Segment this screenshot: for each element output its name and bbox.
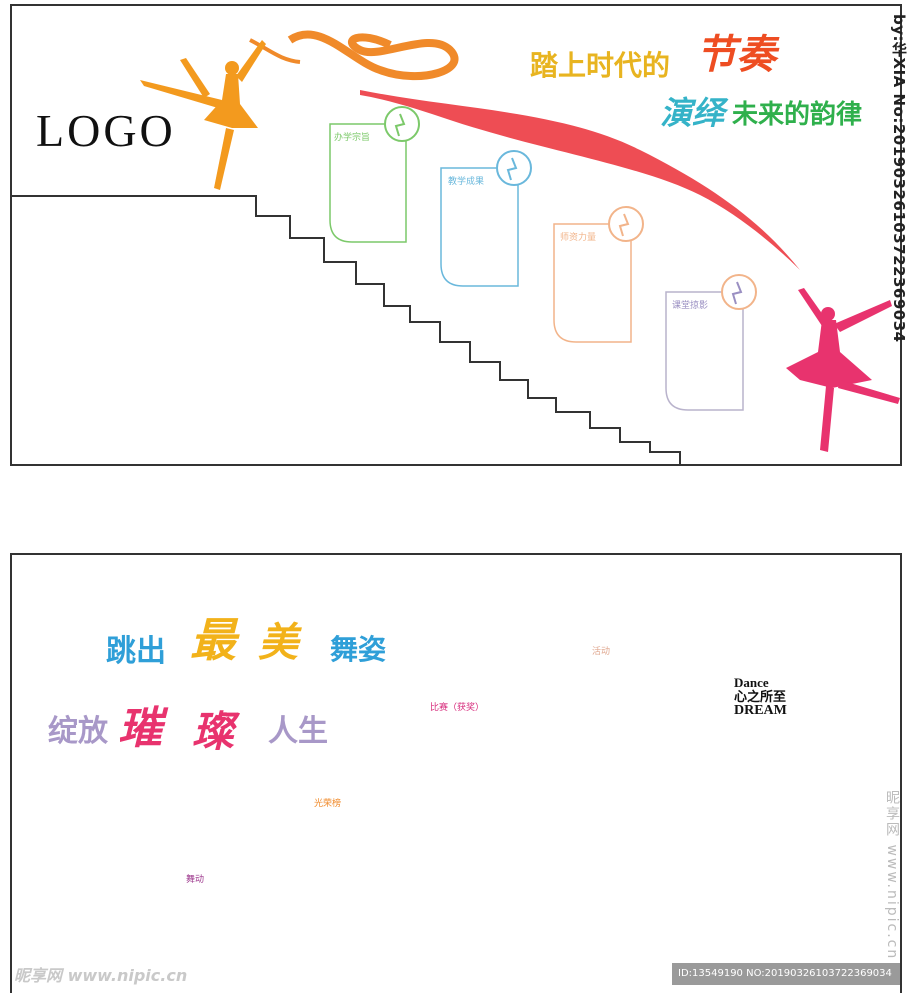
slogan2-line1-b: 最 xyxy=(190,613,236,667)
top-board-1 xyxy=(329,106,420,243)
board-label-3: 师资力量 xyxy=(560,233,597,243)
dance-logo-line2: 心之所至 xyxy=(734,689,787,704)
side-watermark: by:华XIA No:20190326103722369034 xyxy=(890,14,908,343)
top-board-3 xyxy=(553,206,644,343)
dance-logo-text: Dance 心之所至 DREAM xyxy=(734,676,787,718)
footer-site-watermark: 昵享网 www.nipic.cn xyxy=(14,966,188,985)
pink-dancer xyxy=(786,288,900,452)
slogan2-line2-d: 人生 xyxy=(268,714,328,749)
top-board-2 xyxy=(440,150,532,287)
top-staircase xyxy=(12,195,681,466)
slogan2-line2-b: 璀 xyxy=(118,703,162,754)
board-label-1: 办学宗旨 xyxy=(334,133,371,143)
slogan2-line1-c: 美 xyxy=(258,620,298,666)
board-label-4: 课堂掠影 xyxy=(672,301,709,311)
orange-dancer xyxy=(140,40,266,190)
slogan2-line1-a: 跳出 xyxy=(106,634,166,669)
top-wall-panel xyxy=(10,4,902,466)
octagon-label-2: 光荣榜 xyxy=(314,799,342,809)
slogan2-line2-a: 绽放 xyxy=(48,714,108,749)
slogan-line2-b: 未来的韵律 xyxy=(732,100,863,130)
top-board-4 xyxy=(665,274,757,411)
dance-logo-line3: DREAM xyxy=(734,703,787,718)
footer-id-bar: ID:13549190 NO:20190326103722369034 xyxy=(672,963,900,985)
ribbon-heart xyxy=(287,30,459,81)
slogan-line2-a: 演绎 xyxy=(660,94,725,132)
octagon-label-4: 活动 xyxy=(592,647,611,657)
slogan-line1-a: 踏上时代的 xyxy=(530,49,671,82)
bottom-wall-panel xyxy=(10,553,902,993)
slogan2-line2-c: 璨 xyxy=(192,707,235,756)
dance-logo-line1: Dance xyxy=(734,675,769,690)
octagon-label-1: 舞动 xyxy=(186,875,205,885)
slogan-line1-b: 节奏 xyxy=(696,32,776,78)
logo-text: LOGO xyxy=(36,105,176,156)
slogan2-line1-d: 舞姿 xyxy=(330,633,387,666)
board-label-2: 教学成果 xyxy=(448,177,485,187)
octagon-label-3: 比赛（获奖） xyxy=(430,703,485,713)
side-watermark-bottom: 昵享网 www.nipic.cn xyxy=(884,790,900,961)
